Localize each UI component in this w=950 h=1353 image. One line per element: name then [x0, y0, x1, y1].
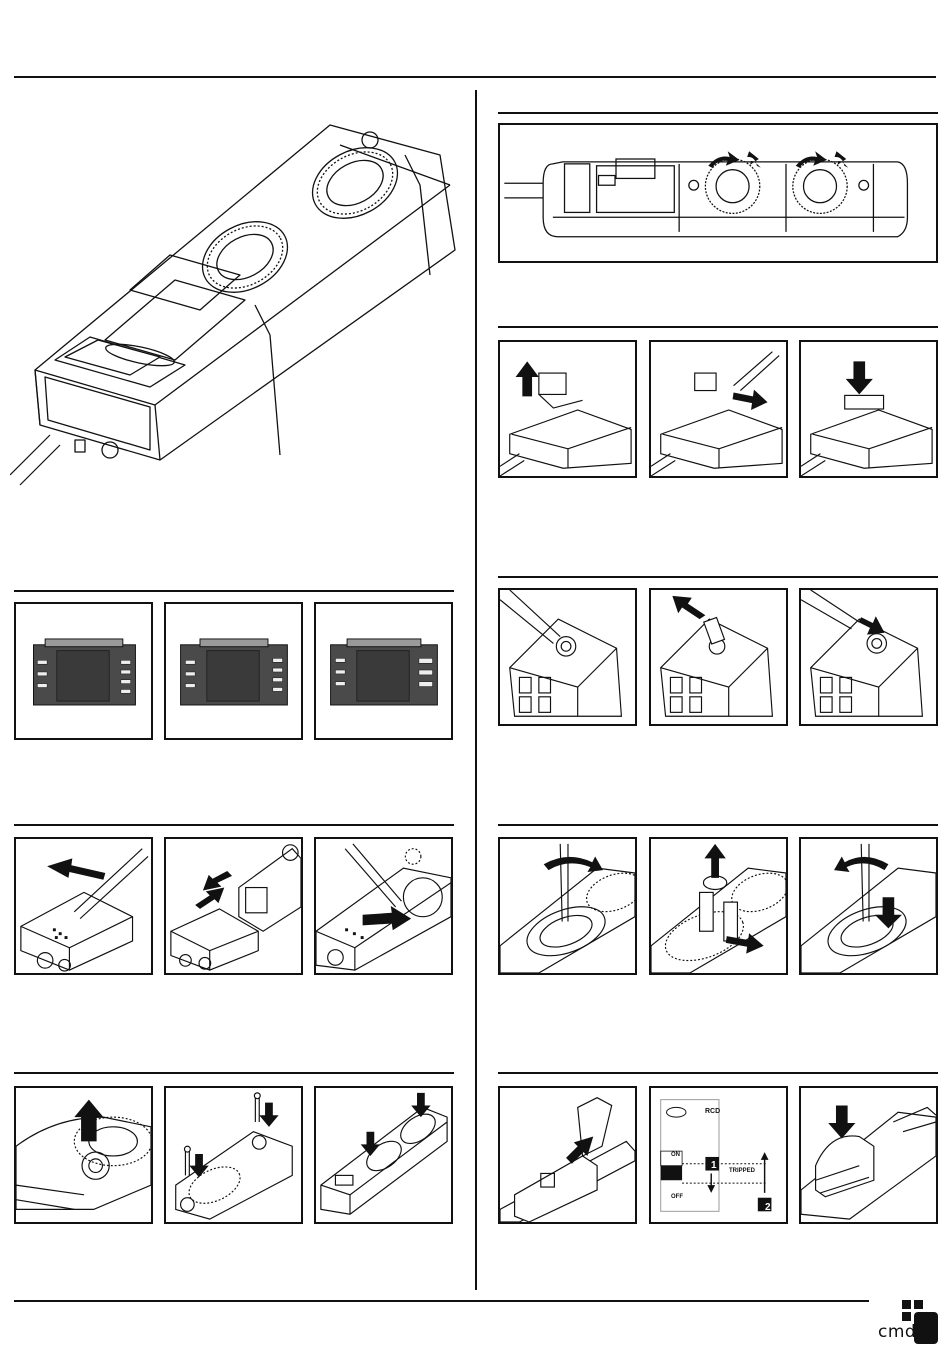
- rcd-step-3-drawing: [801, 1088, 936, 1222]
- panel-assembly-step-2: [164, 1086, 303, 1224]
- panel-socket-type-2: [164, 602, 303, 740]
- off-label: OFF: [671, 1194, 683, 1200]
- logo-square-4: [914, 1312, 938, 1344]
- section-rule-socket-rotate: [498, 824, 938, 826]
- fuse-step-1-drawing: [500, 342, 635, 476]
- panel-socket-rotate-1: [498, 837, 637, 975]
- section-rule-rotate: [498, 112, 938, 114]
- logo-square-3: [902, 1312, 911, 1321]
- panel-assembly-step-1: [14, 1086, 153, 1224]
- panel-fuse-step-2: [649, 340, 788, 478]
- panel-assembly-step-3: [314, 1086, 453, 1224]
- panel-socket-type-3: [314, 602, 453, 740]
- logo-square-2: [914, 1300, 923, 1309]
- plug-step-3-drawing: [316, 839, 451, 973]
- top-rule: [14, 76, 936, 78]
- section-rule-plug-open: [14, 824, 454, 826]
- panel-socket-rotate-3: [799, 837, 938, 975]
- column-divider: [475, 90, 477, 1290]
- logo-square-1: [902, 1300, 911, 1309]
- screw-step-2-drawing: [651, 590, 786, 724]
- product-illustration-main: [10, 115, 470, 495]
- bottom-rule: [14, 1300, 869, 1302]
- rcd-step-1-drawing: [500, 1088, 635, 1222]
- panel-rcd-step-1: [498, 1086, 637, 1224]
- panel-plug-step-3: [314, 837, 453, 975]
- panel-rcd-step-3: [799, 1086, 938, 1224]
- panel-track-rotate: [498, 123, 938, 263]
- brand-name: cmd: [878, 1322, 916, 1342]
- socket-rotate-1-drawing: [500, 839, 635, 973]
- plug-step-2-drawing: [166, 839, 301, 973]
- section-rule-assembly: [14, 1072, 454, 1074]
- section-rule-rcd: [498, 1072, 938, 1074]
- socket-type-2-drawing: [166, 604, 301, 738]
- step-1-badge: 1: [711, 1160, 717, 1171]
- assembly-step-1-drawing: [16, 1088, 151, 1222]
- track-side-view: [500, 125, 936, 261]
- panel-fuse-step-3: [799, 340, 938, 478]
- assembly-step-2-drawing: [166, 1088, 301, 1222]
- panel-socket-type-1: [14, 602, 153, 740]
- panel-screw-step-1: [498, 588, 637, 726]
- panel-plug-step-2: [164, 837, 303, 975]
- section-rule-sockets: [14, 590, 454, 592]
- screw-step-1-drawing: [500, 590, 635, 724]
- on-label: ON: [671, 1152, 680, 1158]
- panel-socket-rotate-2: [649, 837, 788, 975]
- brand-logo: cmd: [878, 1298, 940, 1346]
- panel-screw-step-3: [799, 588, 938, 726]
- power-track-drawing: [10, 115, 470, 495]
- tripped-label: TRIPPED: [729, 1168, 755, 1174]
- socket-type-1-drawing: [16, 604, 151, 738]
- plug-step-1-drawing: [16, 839, 151, 973]
- section-rule-fuse: [498, 326, 938, 328]
- socket-type-3-drawing: [316, 604, 451, 738]
- step-2-badge: 2: [765, 1202, 771, 1213]
- panel-rcd-diagram: RCD ON OFF TRIPPED 1 2: [649, 1086, 788, 1224]
- panel-fuse-step-1: [498, 340, 637, 478]
- rcd-label: RCD: [705, 1108, 720, 1115]
- fuse-step-3-drawing: [801, 342, 936, 476]
- section-rule-screw: [498, 576, 938, 578]
- fuse-step-2-drawing: [651, 342, 786, 476]
- assembly-step-3-drawing: [316, 1088, 451, 1222]
- socket-rotate-2-drawing: [651, 839, 786, 973]
- panel-plug-step-1: [14, 837, 153, 975]
- screw-step-3-drawing: [801, 590, 936, 724]
- panel-screw-step-2: [649, 588, 788, 726]
- socket-rotate-3-drawing: [801, 839, 936, 973]
